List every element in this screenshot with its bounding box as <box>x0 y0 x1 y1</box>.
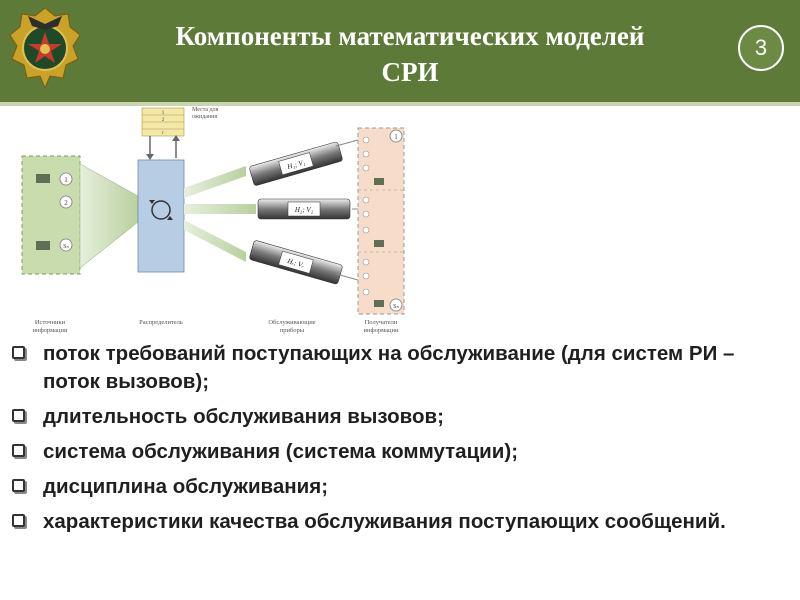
receivers-caption-line-2: информации <box>364 327 399 334</box>
list-item-text: длительность обслуживания вызовов; <box>43 405 444 428</box>
server-pipe-3: Hᵣ; Vᵣ <box>249 240 343 285</box>
checkbox-bullet-icon <box>12 409 25 422</box>
slide-number-badge: 3 <box>738 25 784 71</box>
list-item-text: дисциплина обслуживания; <box>43 475 329 498</box>
source-device-icon <box>36 174 50 183</box>
receiver-device-icon <box>374 240 384 247</box>
military-emblem-icon <box>9 7 81 90</box>
source-2-marker <box>59 195 73 209</box>
title-line-1: Компоненты математических моделей <box>175 21 645 51</box>
server-pipe-2: H₂; V₂ <box>257 198 351 220</box>
source-2-label: 2 <box>64 199 68 207</box>
components-list: поток требований поступающих на обслужив… <box>12 340 792 543</box>
queue-slot-2: 2 <box>162 118 165 123</box>
source-device-icon <box>36 241 50 250</box>
distributor-caption: Распределитель <box>139 319 183 326</box>
receivers-box <box>357 127 405 315</box>
sources-caption-line-2: информации <box>33 327 68 334</box>
checkbox-bullet-icon <box>12 514 25 527</box>
receiver-1-label: 1 <box>394 133 398 141</box>
queue-slot-1: 1 <box>162 111 165 116</box>
source-n-label: Sₙ <box>63 244 69 250</box>
list-item-text: система обслуживания (система коммутации… <box>43 440 519 463</box>
server-2-label: H₂; V₂ <box>294 206 314 214</box>
flow-arrow-3 <box>184 220 246 262</box>
header-bar: Компоненты математических моделей СРИ 3 <box>0 0 800 102</box>
servers-caption-line-1: Обслуживающие <box>268 319 315 326</box>
list-item: поток требований поступающих на обслужив… <box>12 340 792 396</box>
input-flow-arrow <box>79 163 139 269</box>
checkbox-bullet-icon <box>12 346 25 359</box>
page-title: Компоненты математических моделей СРИ <box>100 18 720 90</box>
waiting-label-line-2: ожидания <box>192 114 217 120</box>
title-line-2: СРИ <box>381 57 439 87</box>
source-1-marker <box>59 172 73 186</box>
list-item-text: характеристики качества обслуживания пос… <box>43 510 726 533</box>
list-item: характеристики качества обслуживания пос… <box>12 508 792 536</box>
receiver-device-icon <box>374 300 384 307</box>
list-item: дисциплина обслуживания; <box>12 473 792 501</box>
checkbox-bullet-icon <box>12 479 25 492</box>
server-pipe-1: H₁; V₁ <box>249 141 343 186</box>
list-item-text: поток требований поступающих на обслужив… <box>43 342 735 393</box>
distributor-box <box>137 159 185 273</box>
source-1-label: 1 <box>64 176 68 184</box>
sources-box <box>21 155 81 275</box>
queue-model-diagram: 1 2 Sₙ Места для ожидания 1 2 r H₁; V₁ H… <box>21 107 405 334</box>
receiver-n-marker <box>389 298 403 312</box>
receiver-device-icon <box>374 178 384 185</box>
receiver-1-marker <box>389 129 403 143</box>
list-item: система обслуживания (система коммутации… <box>12 438 792 466</box>
list-item: длительность обслуживания вызовов; <box>12 403 792 431</box>
sources-caption-line-1: Источники <box>35 319 66 326</box>
flow-arrow-2 <box>184 204 256 214</box>
waiting-label-line-1: Места для <box>192 107 219 113</box>
servers-caption-line-2: приборы <box>280 327 305 334</box>
switch-icon <box>151 200 171 220</box>
receivers-caption-line-1: Получатели <box>365 319 398 326</box>
source-n-marker <box>59 238 73 252</box>
receiver-n-label: Sₙ <box>393 304 399 310</box>
flow-arrow-1 <box>184 166 246 198</box>
checkbox-bullet-icon <box>12 444 25 457</box>
header-divider <box>0 102 800 106</box>
queue-slot-r: r <box>162 131 164 136</box>
